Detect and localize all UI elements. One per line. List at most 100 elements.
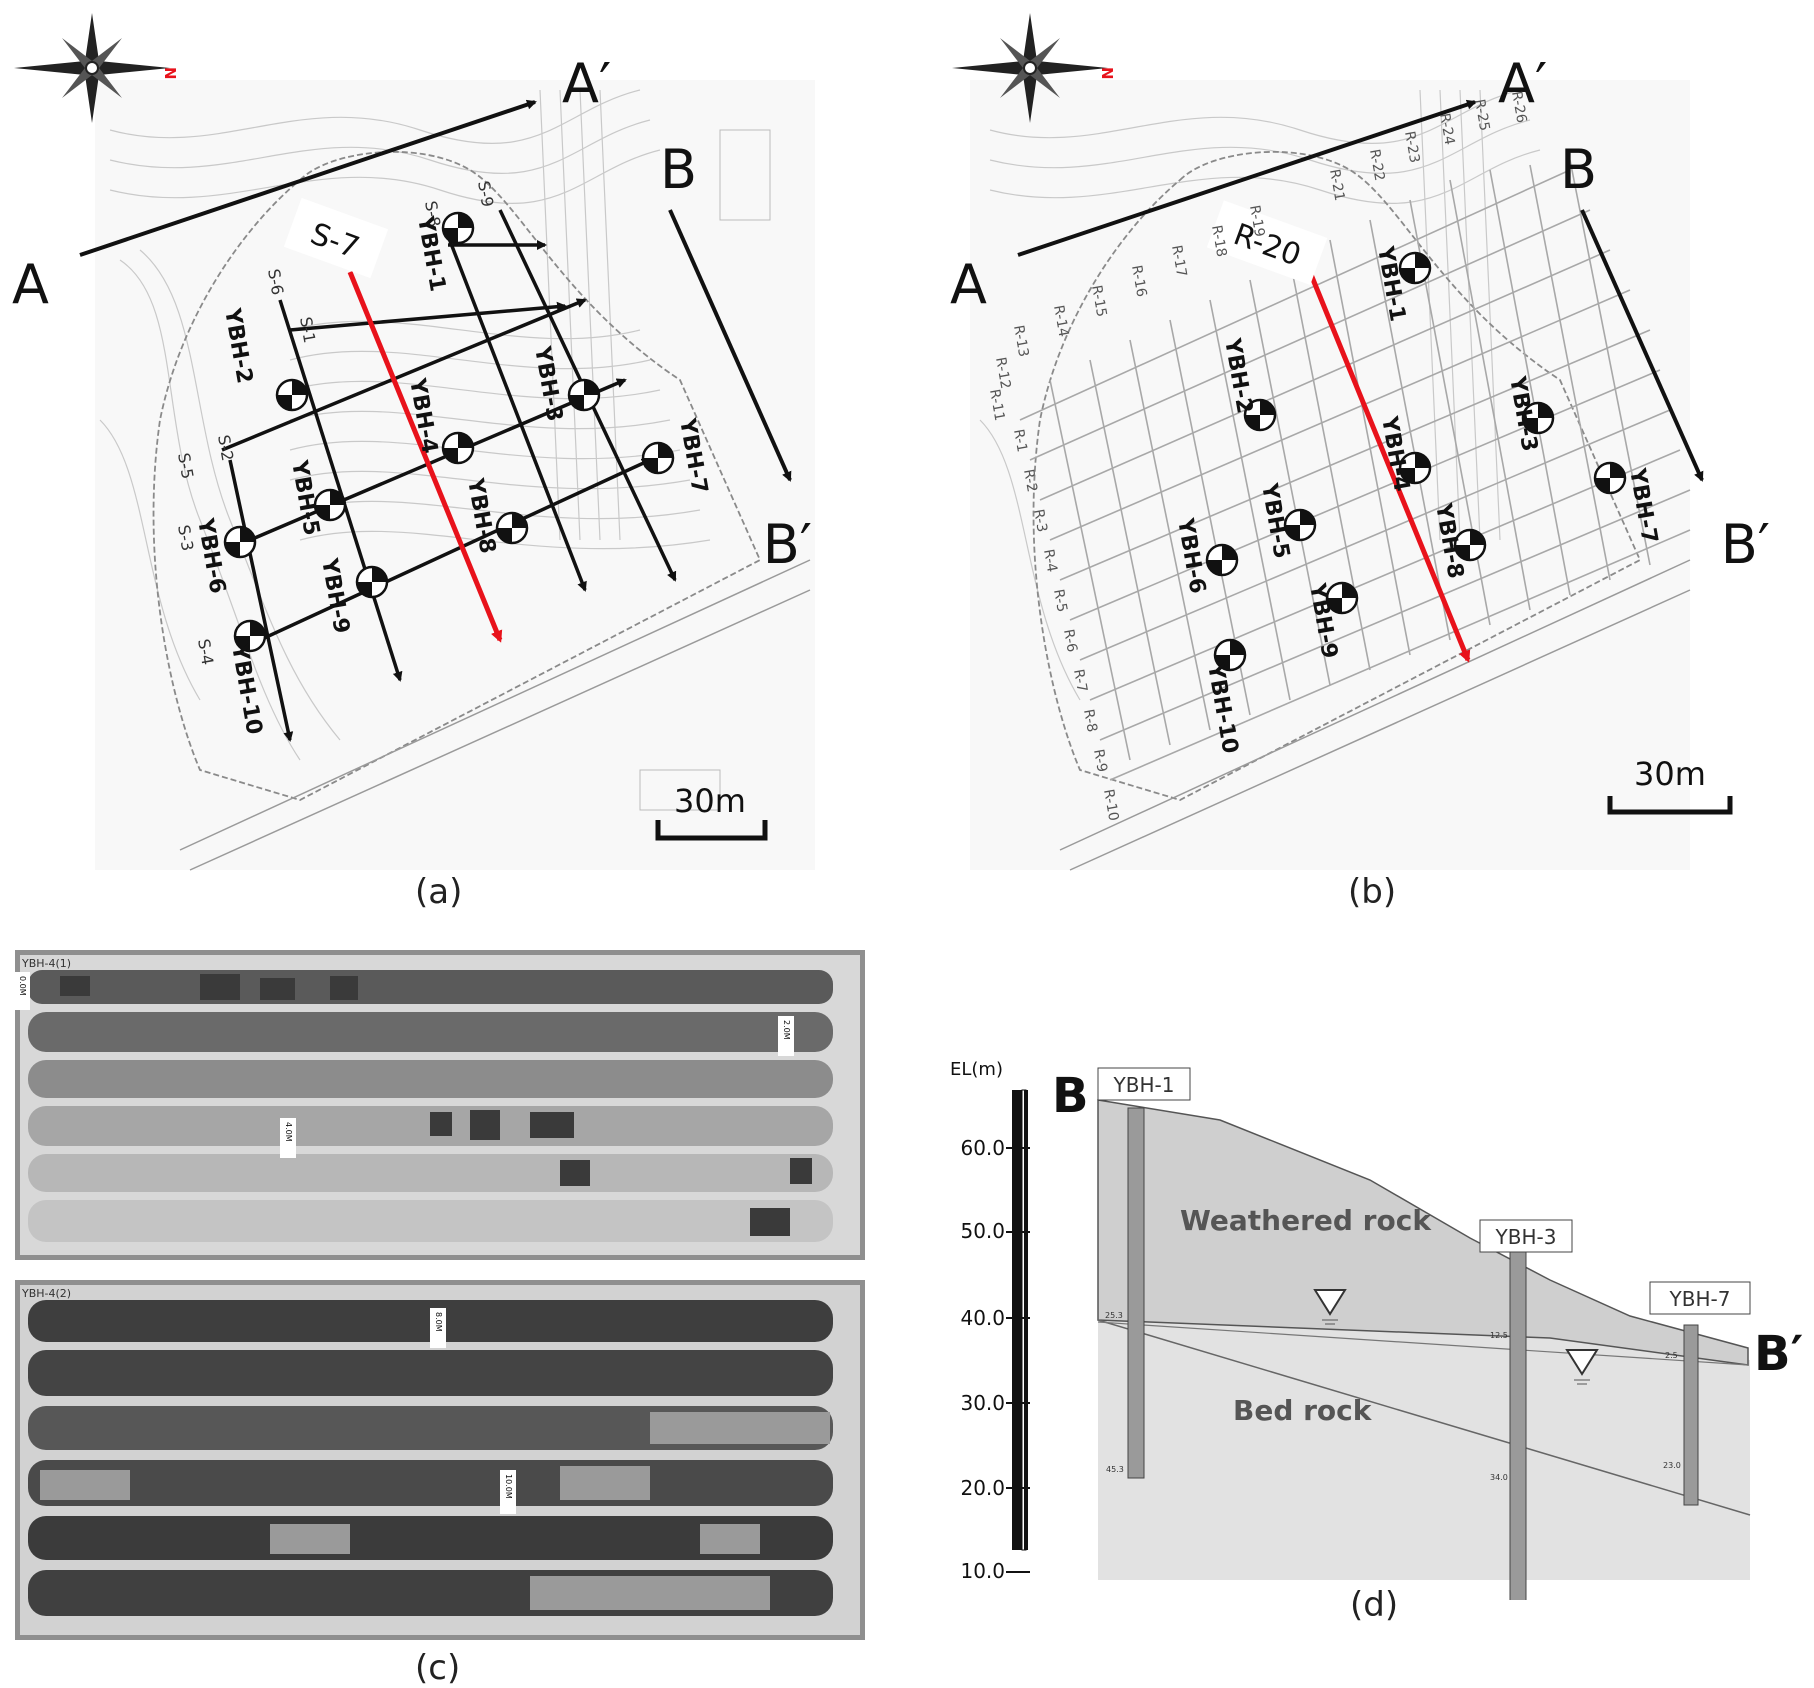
water-table-icon (1565, 1349, 1599, 1385)
line-label: R-15 (1088, 284, 1109, 318)
panel-d-cross-section: EL(m) 60.0 50.0 40.0 30.0 20.0 10.0 YBH-… (930, 1020, 1814, 1643)
elevation-tick-label: 50.0 (960, 1219, 1005, 1243)
elevation-tick-label: 40.0 (960, 1306, 1005, 1330)
panel-b-caption: (b) (1348, 872, 1397, 912)
core-box-1: YBH-4(1) 0.0M 2.0M 4.0M (14, 950, 865, 1260)
panel-c-caption: (c) (415, 1648, 461, 1688)
elevation-tick-label: 20.0 (960, 1476, 1005, 1500)
water-table-icon (1313, 1289, 1347, 1325)
borehole-tag: YBH-7 (1649, 1281, 1751, 1315)
borehole-marker-icon (1453, 528, 1487, 562)
section-label-a-prime: A′ (562, 52, 611, 115)
panel-a-site-plan-s-lines: N A A′ B B′ S-7 S-1 S-2 S-3 S-4 S-5 S-6 … (0, 0, 830, 912)
north-label: N (161, 67, 179, 80)
panel-d-caption: (d) (1350, 1585, 1399, 1625)
borehole-depth-value: 25.3 (1105, 1311, 1123, 1320)
borehole-depth-value: 2.5 (1665, 1351, 1678, 1360)
scale-bar: 30m (1607, 755, 1733, 815)
section-label-b-prime: B′ (763, 513, 812, 576)
section-label-a-prime: A′ (1498, 52, 1547, 115)
line-label: R-25 (1471, 98, 1492, 132)
highlighted-r-20-line (1307, 271, 1471, 663)
borehole-marker-icon (641, 441, 675, 475)
line-label: R-4 (1040, 548, 1060, 574)
section-label-a: A (12, 253, 49, 316)
line-label: R-8 (1080, 708, 1100, 734)
borehole-marker-icon (275, 378, 309, 412)
compass-rose-icon (952, 13, 1108, 123)
panel-b-site-plan-r-grid: N A A′ B B′ R-20 R-1 R-2 R-3 R-4 R-5 R-6… (950, 0, 1814, 912)
line-label: R-18 (1208, 224, 1229, 258)
layer-label-weathered-rock: Weathered rock (1180, 1204, 1432, 1237)
line-label: R-10 (1100, 788, 1121, 822)
borehole-tag: YBH-1 (1097, 1067, 1191, 1101)
section-label-a: A (950, 253, 987, 316)
bedrock-region (1098, 1320, 1750, 1580)
scale-label: 30m (1634, 755, 1706, 793)
depth-tag-text: 2.0M (782, 1020, 791, 1040)
depth-tag-text: 0.0M (18, 976, 27, 996)
borehole-marker-icon (1521, 401, 1555, 435)
line-label: S-8 (421, 199, 444, 228)
depth-tag-text: 10.0M (504, 1474, 513, 1499)
line-label: R-6 (1060, 628, 1080, 654)
line-label: S-3 (174, 523, 197, 552)
elevation-tick-label: 60.0 (960, 1136, 1005, 1160)
elevation-tick-label: 30.0 (960, 1391, 1005, 1415)
core-box-label: YBH-4(1) (21, 957, 71, 970)
borehole-marker-icon (1398, 251, 1432, 285)
line-label: R-2 (1020, 468, 1040, 494)
borehole-marker-icon (313, 488, 347, 522)
section-label-b: B (1560, 138, 1597, 201)
line-label: R-17 (1168, 244, 1189, 278)
line-label: S-1 (296, 315, 319, 344)
north-label: N (1098, 67, 1116, 80)
borehole-tag-label: YBH-3 (1495, 1225, 1557, 1249)
borehole-marker-icon (1283, 508, 1317, 542)
borehole-column (1509, 1221, 1527, 1603)
borehole-marker-icon (1398, 451, 1432, 485)
depth-tag (430, 1308, 446, 1348)
borehole-marker-icon (355, 565, 389, 599)
scale-label: 30m (674, 782, 746, 820)
line-label: R-13 (1010, 324, 1031, 358)
depth-tag (500, 1470, 516, 1514)
highlighted-s-7-line (347, 271, 503, 643)
depth-tag (280, 1118, 296, 1158)
core-box-label: YBH-4(2) (21, 1287, 71, 1300)
compass-rose-icon (14, 13, 170, 123)
section-label-b-prime: B′ (1721, 513, 1770, 576)
borehole-marker-icon (1243, 398, 1277, 432)
line-label: R-5 (1050, 588, 1070, 614)
borehole-depth-value: 34.0 (1490, 1473, 1508, 1482)
borehole-marker-icon (441, 431, 475, 465)
line-label: S-2 (214, 433, 237, 462)
section-b-b-prime-arrow (1580, 209, 1704, 482)
line-label: R-23 (1401, 130, 1422, 164)
core-box-2: YBH-4(2) 8.0M 10.0M (15, 1280, 865, 1640)
borehole-tag-label: YBH-7 (1669, 1287, 1731, 1311)
line-label: R-16 (1128, 264, 1149, 298)
borehole-marker-icon (223, 525, 257, 559)
borehole-depth-value: 12.5 (1490, 1331, 1508, 1340)
borehole-depth-value: 23.0 (1663, 1461, 1681, 1470)
borehole-tag-label: YBH-1 (1113, 1073, 1175, 1097)
elevation-tick-label: 10.0 (960, 1559, 1005, 1583)
borehole-tag: YBH-3 (1479, 1219, 1573, 1253)
panel-c-core-boxes: YBH-4(1) 0.0M 2.0M 4.0M YBH-4(2) (0, 950, 880, 1688)
line-label: R-19 (1246, 204, 1267, 238)
line-label: R-11 (986, 388, 1007, 422)
section-b-b-prime-arrow (668, 209, 792, 482)
line-label: S-5 (174, 451, 197, 480)
borehole-marker-icon (233, 619, 267, 653)
borehole-column (1683, 1324, 1699, 1506)
borehole-marker-icon (495, 511, 529, 545)
line-label: S-9 (474, 179, 497, 208)
borehole-marker-icon (1593, 461, 1627, 495)
contour-map-background (970, 80, 1691, 871)
borehole-markers (1205, 251, 1627, 672)
borehole-marker-icon (567, 378, 601, 412)
panel-a-caption: (a) (415, 872, 463, 912)
section-endpoint-b-prime: B′ (1754, 1326, 1803, 1382)
line-label: S-4 (194, 637, 217, 666)
